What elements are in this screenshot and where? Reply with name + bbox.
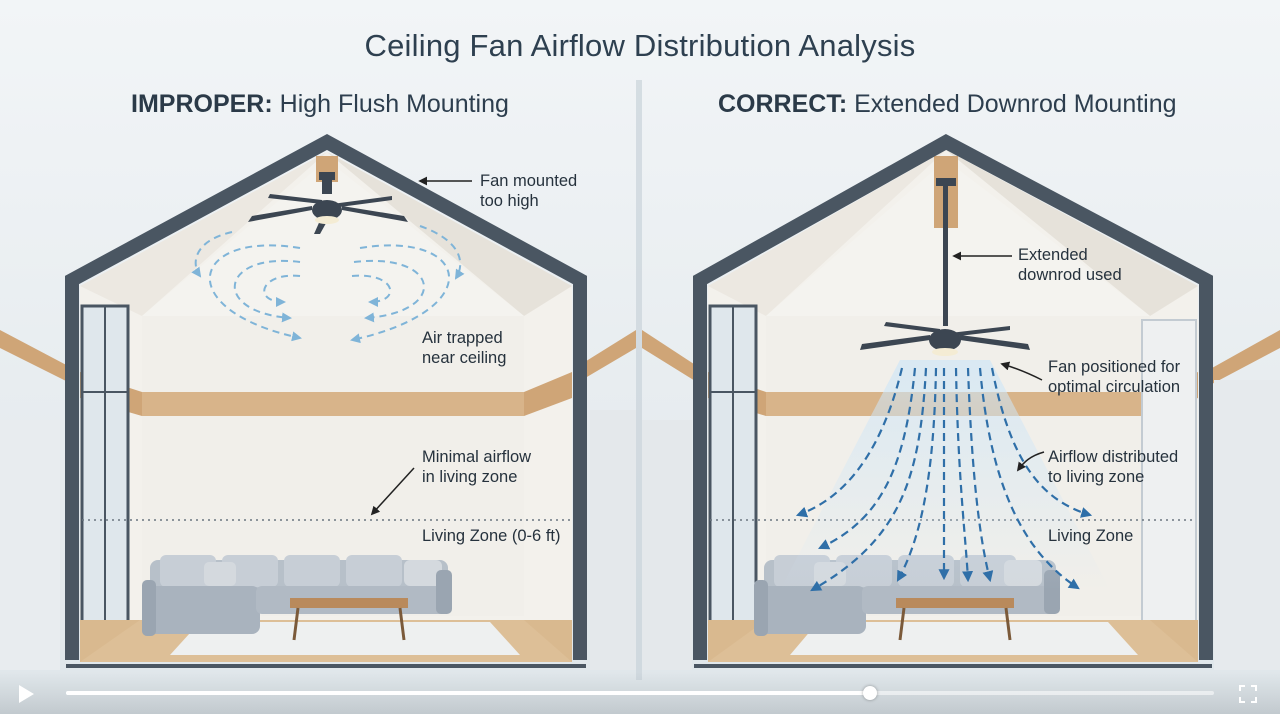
callout-arrow [1000,361,1043,381]
left-house [0,134,636,670]
exterior-wall [0,420,60,670]
cross-beam-side [524,372,572,416]
label-living-zone-right: Living Zone [1048,527,1134,545]
house-frame [693,134,1213,660]
diagram-title: Ceiling Fan Airflow Distribution Analysi… [364,28,916,63]
left-panel-heading: IMPROPER: High Flush Mounting [131,90,509,119]
exterior-beam-right [1212,330,1280,384]
progress-fill [66,691,870,695]
back-gable [766,160,1150,316]
exterior-wall [590,410,636,670]
exterior-beam-left [642,330,700,384]
coffee-table [290,598,408,641]
ceiling-fan-downrod [860,178,1030,356]
label-fan-mounted: Fan mounted too high [480,172,578,210]
label-living-zone-left: Living Zone (0-6 ft) [422,527,561,545]
exterior-wall [642,420,692,670]
ceiling-fan-flush [248,172,408,234]
left-heading-strong: IMPROPER: [131,90,273,118]
ceiling-plane [708,150,946,316]
exterior-wall [1214,380,1280,670]
exterior-beam-left [0,330,72,384]
ceiling-plane [327,152,572,316]
right-heading-rest: Extended Downrod Mounting [847,90,1177,118]
ceiling-plane [946,150,1198,316]
callout-arrow [1016,451,1045,472]
video-player-controls [0,672,1280,714]
house-frame [65,134,587,660]
panel-divider [636,80,642,680]
right-panel-heading: CORRECT: Extended Downrod Mounting [718,90,1177,119]
ceiling-plane [80,152,327,316]
label-airflow-distributed: Airflow distributed to living zone [1048,448,1179,486]
label-fan-positioned: Fan positioned for optimal circulation [1048,358,1181,396]
right-house [642,134,1280,670]
trapped-airflow [191,225,465,344]
right-heading-strong: CORRECT: [718,90,848,118]
cross-beam [142,392,524,416]
progress-handle[interactable] [862,686,877,700]
label-extended-downrod: Extended downrod used [1018,246,1122,284]
door-frame [1141,319,1197,641]
distributed-airflow [795,367,1093,592]
left-heading-rest: High Flush Mounting [272,90,509,118]
fullscreen-icon[interactable] [1238,684,1258,704]
coffee-table [896,598,1014,641]
label-minimal-airflow: Minimal airflow in living zone [422,448,532,486]
progress-track[interactable] [66,686,1214,700]
rug [790,622,1138,655]
label-air-trapped: Air trapped near ceiling [422,329,507,367]
exterior-beam-right [575,330,636,384]
play-icon[interactable] [14,682,38,706]
callout-arrow [370,467,415,516]
